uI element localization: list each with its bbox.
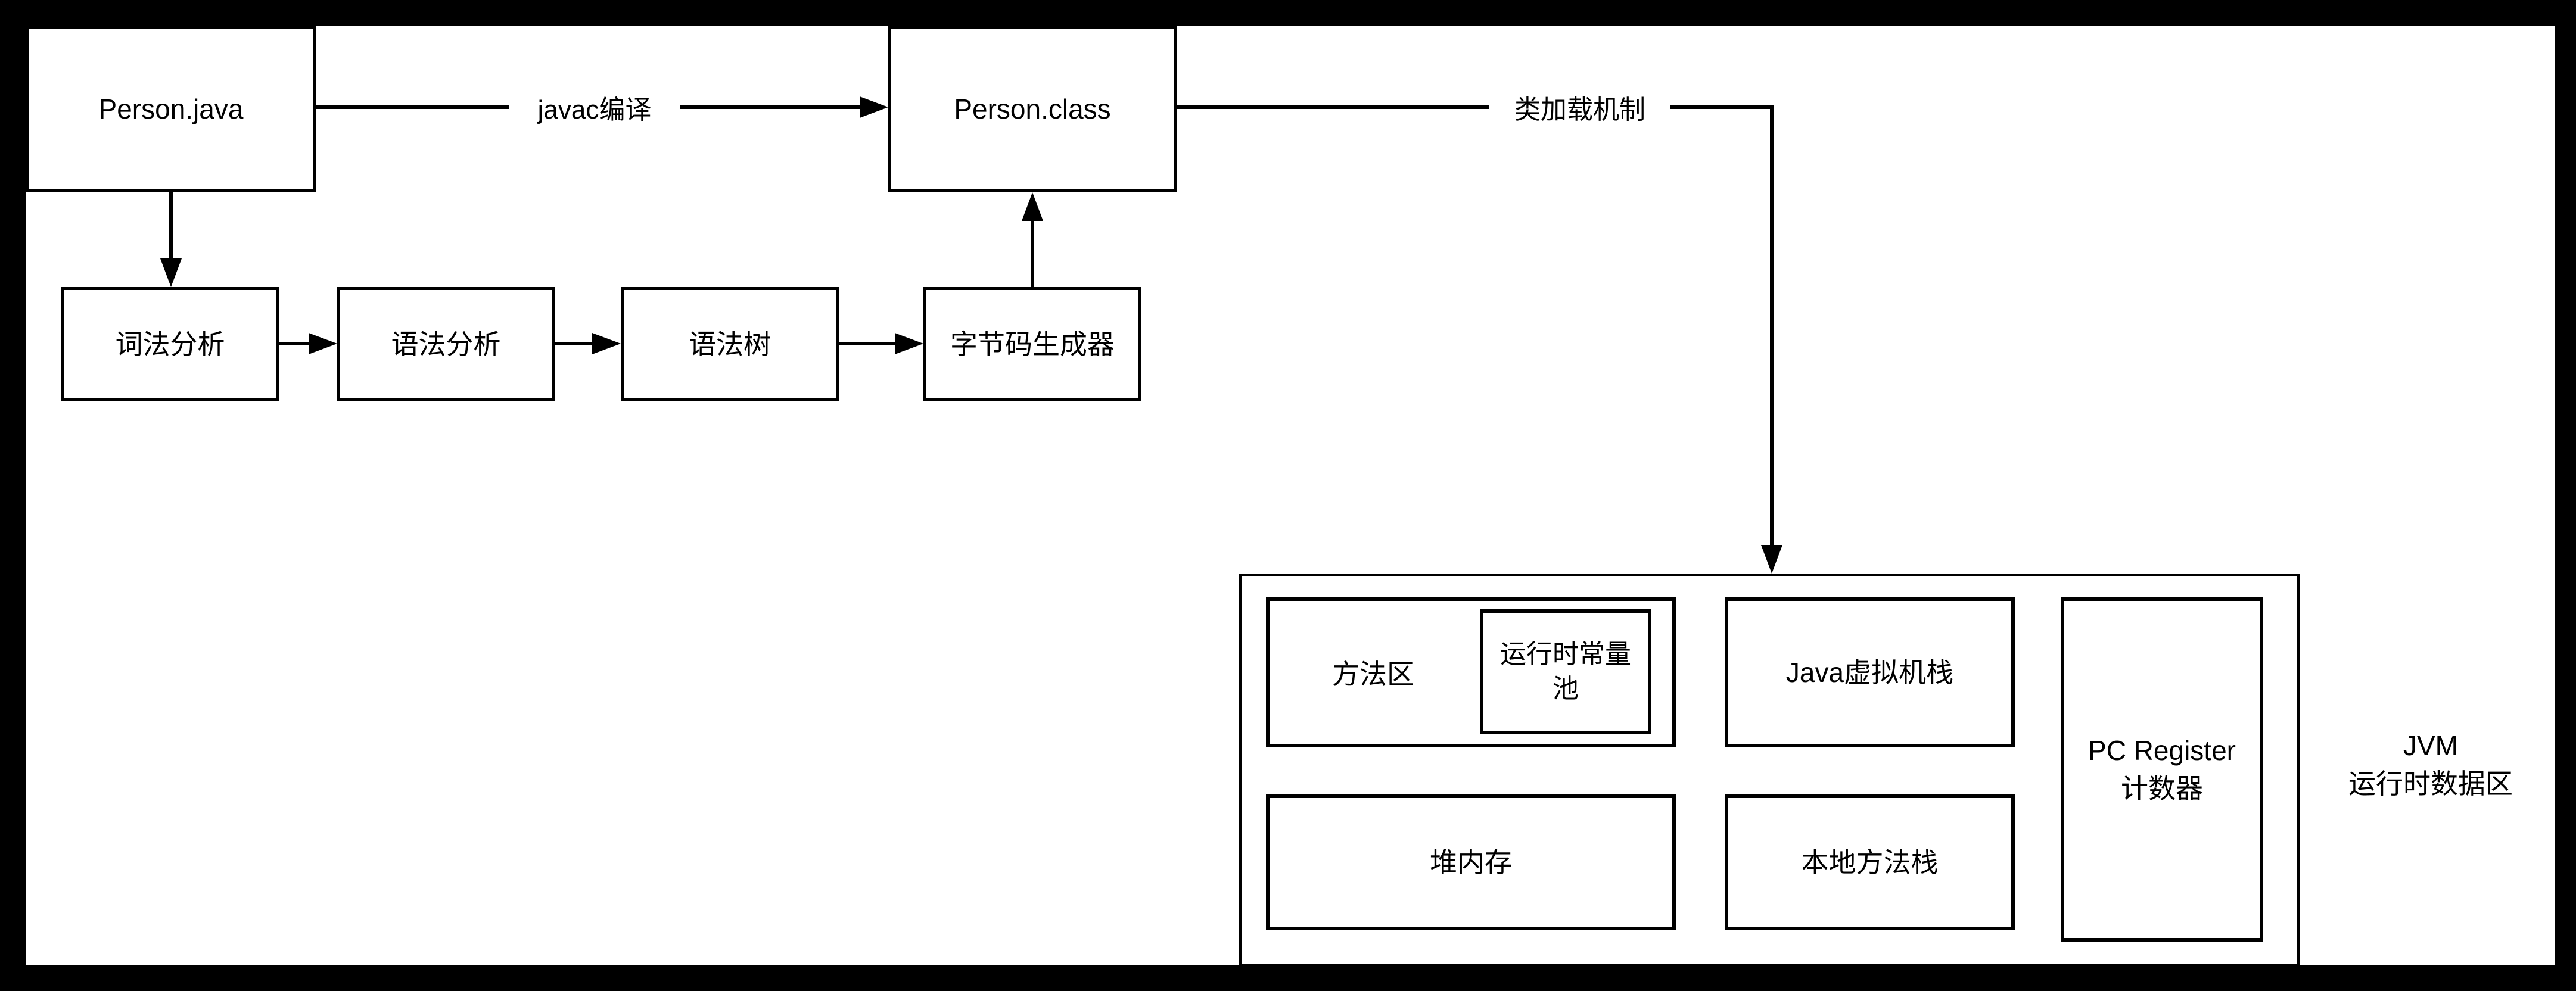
node-native-method-stack: 本地方法栈: [1725, 794, 2015, 930]
arrowhead-lexical-syntax: [309, 333, 337, 354]
node-lexical-analysis: 词法分析: [61, 287, 279, 401]
edge-class-loading-horizontal: [1177, 105, 1770, 109]
node-runtime-constant-pool: 运行时常量池: [1480, 609, 1651, 734]
node-syntax-analysis: 语法分析: [337, 287, 555, 401]
node-heap-memory: 堆内存: [1266, 794, 1676, 930]
frame-bottom: [0, 965, 2576, 991]
node-bytecode-generator: 字节码生成器: [923, 287, 1141, 401]
edge-label-class-loading: 类加载机制: [1489, 91, 1670, 124]
arrowhead-class-loading: [1761, 545, 1782, 574]
edge-class-loading-vertical: [1770, 105, 1774, 547]
arrowhead-bytecode-personclass: [1022, 192, 1043, 221]
edge-syntax-tree-line: [555, 342, 592, 345]
edge-label-javac: javac编译: [509, 91, 680, 124]
node-java-vm-stack: Java虚拟机栈: [1725, 597, 2015, 747]
jvm-region-label: JVM 运行时数据区: [2306, 722, 2556, 808]
frame-right: [2555, 0, 2576, 991]
edge-personjava-lexical-line: [169, 192, 173, 260]
edge-tree-bytecode-line: [839, 342, 895, 345]
jvm-region-label-line2: 运行时数据区: [2348, 768, 2513, 799]
node-person-java: Person.java: [26, 26, 316, 192]
frame-left: [0, 0, 26, 991]
node-pc-register: PC Register 计数器: [2061, 597, 2263, 942]
arrowhead-personjava-lexical: [160, 258, 182, 287]
node-syntax-tree: 语法树: [621, 287, 839, 401]
pc-register-line2: 计数器: [2121, 773, 2203, 804]
jvm-region-label-line1: JVM: [2403, 730, 2458, 761]
node-person-class: Person.class: [888, 26, 1177, 192]
arrowhead-javac: [860, 96, 888, 118]
pc-register-line1: PC Register: [2088, 735, 2236, 766]
edge-bytecode-personclass-line: [1031, 219, 1034, 287]
edge-lexical-syntax-line: [279, 342, 309, 345]
frame-top: [0, 0, 2576, 26]
node-method-area-label: 方法区: [1332, 659, 1414, 690]
arrowhead-tree-bytecode: [895, 333, 923, 354]
arrowhead-syntax-tree: [592, 333, 621, 354]
